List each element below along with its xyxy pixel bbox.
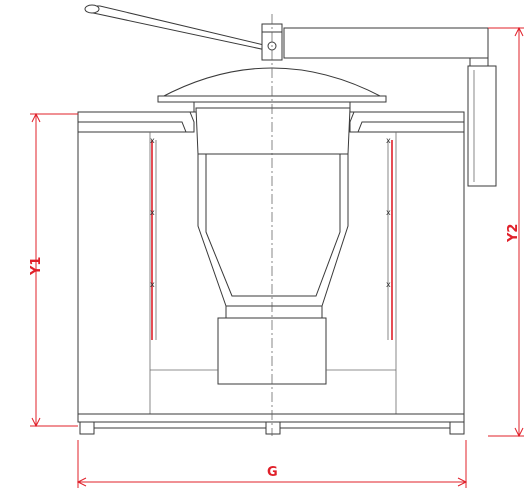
- svg-text:x: x: [386, 136, 391, 145]
- dimension-y1: Y1: [29, 112, 78, 428]
- dimension-y1-label: Y1: [29, 257, 44, 276]
- dimension-y2: Y2: [488, 26, 524, 438]
- svg-text:x: x: [150, 136, 155, 145]
- lifting-handle: [84, 4, 269, 51]
- svg-text:x: x: [386, 280, 391, 289]
- svg-text:x: x: [150, 280, 155, 289]
- dimension-g: G: [76, 440, 468, 488]
- heating-elements-right: x x x: [386, 136, 393, 340]
- dimension-g-label: G: [267, 465, 278, 480]
- support-column: [283, 27, 497, 187]
- dimension-y2-label: Y2: [506, 224, 521, 243]
- kettle-vessel: [150, 107, 396, 385]
- heating-elements-left: x x x: [150, 136, 157, 340]
- svg-text:x: x: [386, 208, 391, 217]
- svg-text:x: x: [150, 208, 155, 217]
